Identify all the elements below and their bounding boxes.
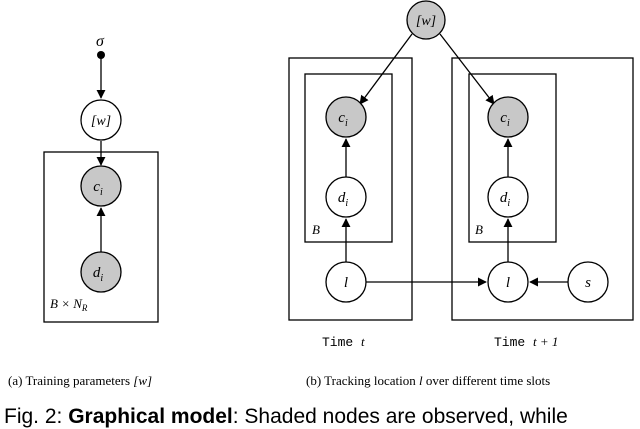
edge-w-c-left: [359, 33, 413, 105]
node-c-left: [325, 96, 367, 138]
figure-caption-bold: Graphical model: [68, 405, 233, 428]
subcaption-b-suffix: over different time slots: [422, 373, 551, 388]
subfigure-a: σ [w] ci di B × NR: [43, 33, 159, 323]
subcaption-a-text: (a) Training parameters: [8, 373, 134, 388]
node-d-left: [325, 176, 367, 218]
edge-w-c-right: [439, 33, 495, 105]
time-slot-t: [288, 57, 413, 321]
plate-b-left-label: B: [312, 222, 320, 237]
sigma-label: σ: [96, 33, 105, 50]
plate-b-left: [304, 73, 393, 243]
node-c-left-label: ci: [338, 110, 348, 129]
subcaption-a: (a) Training parameters [w]: [8, 373, 152, 389]
plate-b-right: [468, 73, 557, 243]
node-w: [80, 99, 122, 141]
node-w-top: [406, 0, 446, 40]
node-c-right: [487, 96, 529, 138]
time-label-t1: Time t + 1: [494, 334, 558, 350]
node-s: [567, 261, 609, 303]
figure-caption: Fig. 2: Graphical model: Shaded nodes ar…: [4, 405, 568, 429]
node-w-top-label: [w]: [416, 14, 436, 29]
node-c-right-label: ci: [500, 110, 510, 129]
node-c: [80, 165, 122, 207]
subcaption-b-var: l: [419, 373, 423, 388]
node-d-right-label: di: [500, 190, 511, 209]
plate-b-right-label: B: [475, 222, 483, 237]
node-d-right: [487, 176, 529, 218]
node-w-label: [w]: [91, 114, 111, 129]
subfigure-b: [w] ci di B l Time t ci di B l s Time t …: [288, 0, 634, 350]
sigma-dot: [97, 51, 105, 59]
node-l-right: [487, 261, 529, 303]
subcaption-b: (b) Tracking location l over different t…: [306, 373, 550, 389]
time-label-t: Time t: [322, 334, 365, 350]
subcaption-a-math: [w]: [133, 373, 153, 388]
time-slot-t1: [451, 57, 634, 321]
figure-caption-prefix: Fig. 2:: [4, 405, 69, 428]
node-d-label: di: [93, 265, 104, 284]
node-s-label: s: [585, 275, 591, 291]
plate-a-label: B × NR: [50, 296, 88, 313]
node-l-right-label: l: [506, 275, 510, 291]
figure-caption-rest: : Shaded nodes are observed, while: [232, 405, 568, 428]
node-d: [80, 251, 122, 293]
subcaption-b-text: (b) Tracking location: [306, 373, 420, 388]
node-c-label: ci: [93, 179, 103, 198]
node-l-left-label: l: [344, 275, 348, 291]
node-d-left-label: di: [338, 190, 349, 209]
